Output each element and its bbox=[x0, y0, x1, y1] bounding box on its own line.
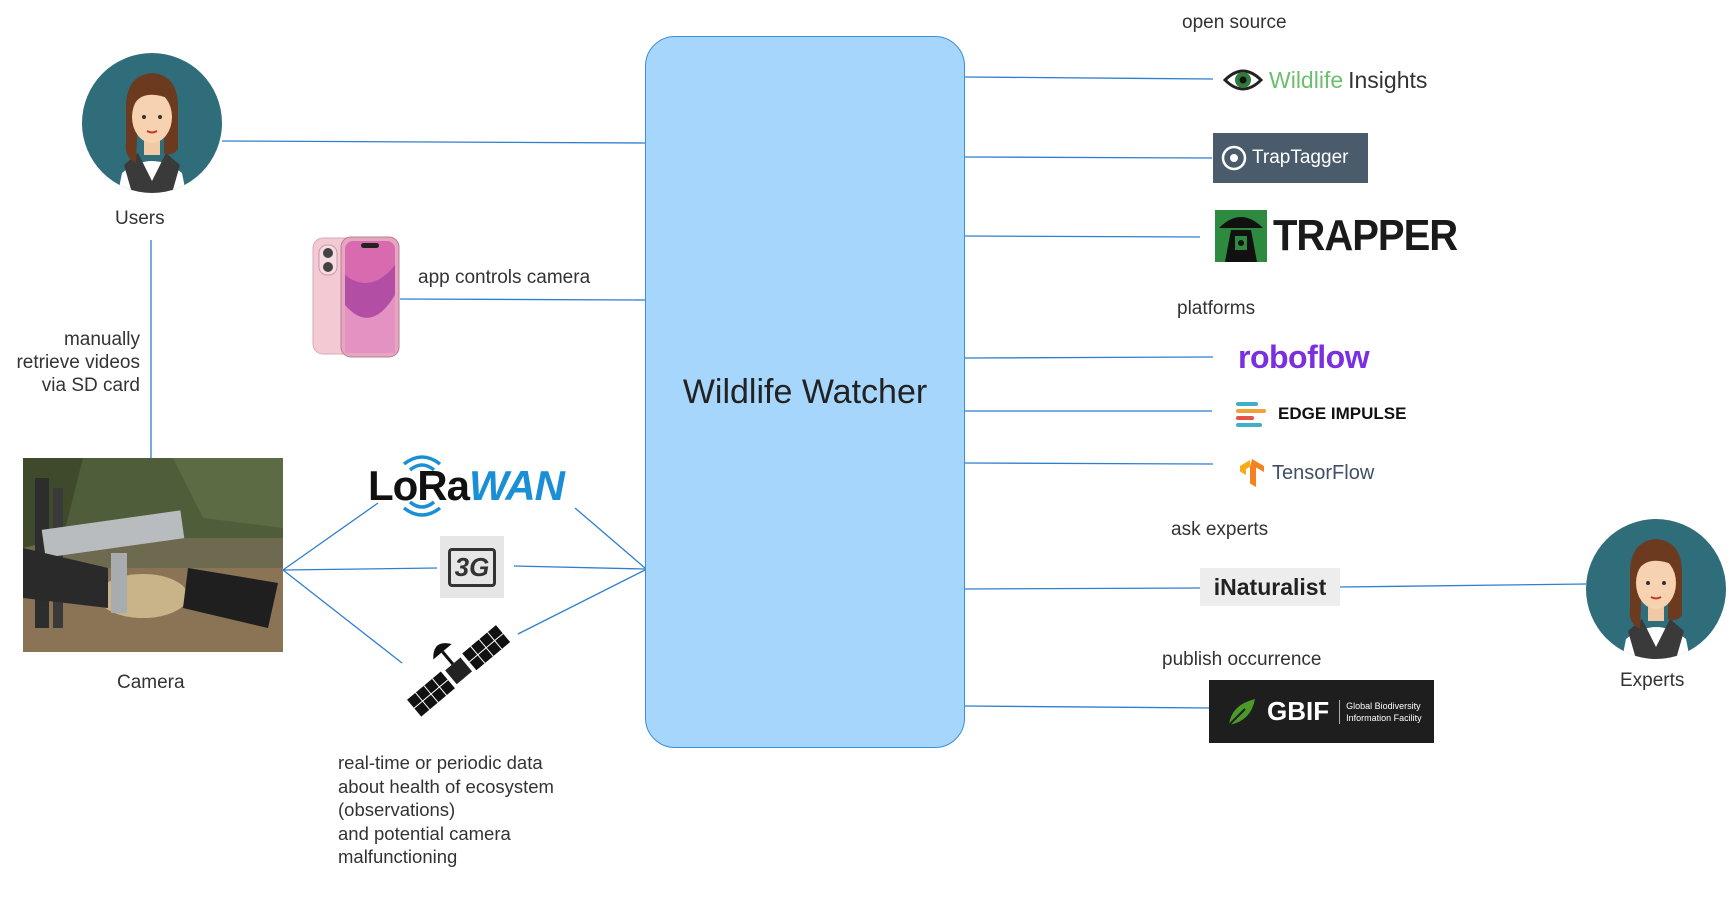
comms-note-line: (observations) bbox=[338, 799, 456, 820]
roboflow-logo: roboflow bbox=[1238, 335, 1370, 379]
comms-note: real-time or periodic data about health … bbox=[338, 751, 554, 869]
group-label-open-source: open source bbox=[1182, 12, 1287, 33]
camera-lorawan-line bbox=[282, 502, 379, 571]
comms-note-line: about health of ecosystem bbox=[338, 775, 554, 797]
edge-impulse-bars-icon bbox=[1236, 402, 1266, 427]
phone-edge-label: app controls camera bbox=[418, 267, 591, 288]
woman-icon bbox=[118, 73, 186, 193]
smartphone-icon bbox=[312, 236, 400, 358]
users-avatar bbox=[82, 53, 222, 193]
edge-impulse-logo: EDGE IMPULSE bbox=[1236, 400, 1406, 428]
group-label-platforms: platforms bbox=[1177, 298, 1256, 319]
satellite-hub-line bbox=[517, 569, 646, 635]
traptagger-text: TrapTagger bbox=[1252, 147, 1349, 168]
camera-3g-line bbox=[282, 567, 438, 571]
inaturalist-logo: iNaturalist bbox=[1200, 568, 1340, 606]
lorawan-text-wan: WAN bbox=[469, 462, 565, 509]
3g-logo: 3G bbox=[440, 536, 504, 598]
woman-icon bbox=[1622, 539, 1690, 659]
gbif-leaf-icon bbox=[1228, 698, 1255, 726]
tree-camera-icon bbox=[1215, 210, 1267, 262]
gbif-subtitle-line: Global Biodiversity bbox=[1346, 700, 1421, 711]
gbif-logo: GBIF Global Biodiversity Information Fac… bbox=[1209, 680, 1434, 743]
aperture-icon bbox=[1221, 145, 1247, 171]
edge-label-line: via SD card bbox=[41, 375, 140, 396]
3g-text: 3G bbox=[447, 547, 497, 587]
users-label: Users bbox=[115, 208, 165, 229]
lorawan-waves-icon bbox=[402, 455, 442, 517]
trapper-text: TRAPPER bbox=[1273, 211, 1458, 260]
wildlife-insights-logo: Wildlife Insights bbox=[1223, 60, 1427, 100]
camera-label: Camera bbox=[117, 672, 185, 693]
hub-title: Wildlife Watcher bbox=[682, 372, 928, 411]
phone-image bbox=[311, 235, 401, 359]
roboflow-text: roboflow bbox=[1238, 338, 1370, 375]
hub-tensorflow-line bbox=[964, 462, 1214, 465]
group-label-ask-experts: ask experts bbox=[1171, 519, 1269, 540]
eye-icon bbox=[1223, 69, 1263, 91]
satellite-image bbox=[403, 623, 518, 719]
phone-hub-line bbox=[399, 298, 646, 301]
experts-avatar bbox=[1586, 519, 1726, 659]
experts-label: Experts bbox=[1620, 670, 1685, 691]
edge-label-line: manually bbox=[63, 329, 140, 350]
hub-trapper-line bbox=[964, 235, 1201, 238]
inaturalist-text: iNaturalist bbox=[1213, 573, 1327, 600]
edge-impulse-text: EDGE IMPULSE bbox=[1278, 404, 1407, 423]
comms-note-line: real-time or periodic data bbox=[338, 752, 543, 773]
wildlife-insights-text-wildlife: Wildlife bbox=[1269, 66, 1344, 93]
hub-wildlife-insights-line bbox=[964, 76, 1214, 80]
group-label-publish: publish occurrence bbox=[1162, 649, 1322, 670]
users-camera-edge-label: manually retrieve videos via SD card bbox=[0, 328, 140, 397]
hub-traptagger-line bbox=[964, 156, 1213, 159]
tensorflow-logo: TensorFlow bbox=[1240, 458, 1374, 488]
traptagger-logo: TrapTagger bbox=[1213, 133, 1368, 183]
gbif-subtitle-line: Information Facility bbox=[1346, 712, 1422, 723]
users-hub-line bbox=[221, 140, 646, 144]
lorawan-text-lora: LoRa bbox=[368, 462, 470, 509]
wildlife-insights-text-insights: Insights bbox=[1348, 66, 1428, 93]
comms-note-line: and potential camera bbox=[338, 822, 511, 844]
camera-trap-photo bbox=[23, 458, 283, 652]
hub-inaturalist-line bbox=[964, 587, 1201, 590]
inaturalist-experts-line bbox=[1339, 583, 1587, 588]
edge-label-line: retrieve videos bbox=[16, 352, 140, 373]
trapper-logo: TRAPPER bbox=[1215, 210, 1458, 262]
camera-photo bbox=[23, 458, 283, 652]
gbif-subtitle: Global Biodiversity Information Facility bbox=[1339, 699, 1422, 724]
gbif-text: GBIF bbox=[1267, 696, 1330, 726]
wildlife-watcher-hub: Wildlife Watcher bbox=[645, 36, 965, 748]
comms-note-line: malfunctioning bbox=[338, 846, 458, 867]
lorawan-hub-line bbox=[574, 507, 646, 569]
satellite-icon bbox=[407, 625, 511, 717]
camera-satellite-line bbox=[282, 569, 403, 664]
hub-roboflow-line bbox=[964, 356, 1214, 359]
tensorflow-icon bbox=[1240, 459, 1264, 487]
tensorflow-text: TensorFlow bbox=[1272, 461, 1375, 484]
hub-gbif-line bbox=[964, 705, 1211, 709]
3g-hub-line bbox=[513, 565, 646, 570]
lorawan-logo: LoRaWAN bbox=[366, 450, 586, 522]
